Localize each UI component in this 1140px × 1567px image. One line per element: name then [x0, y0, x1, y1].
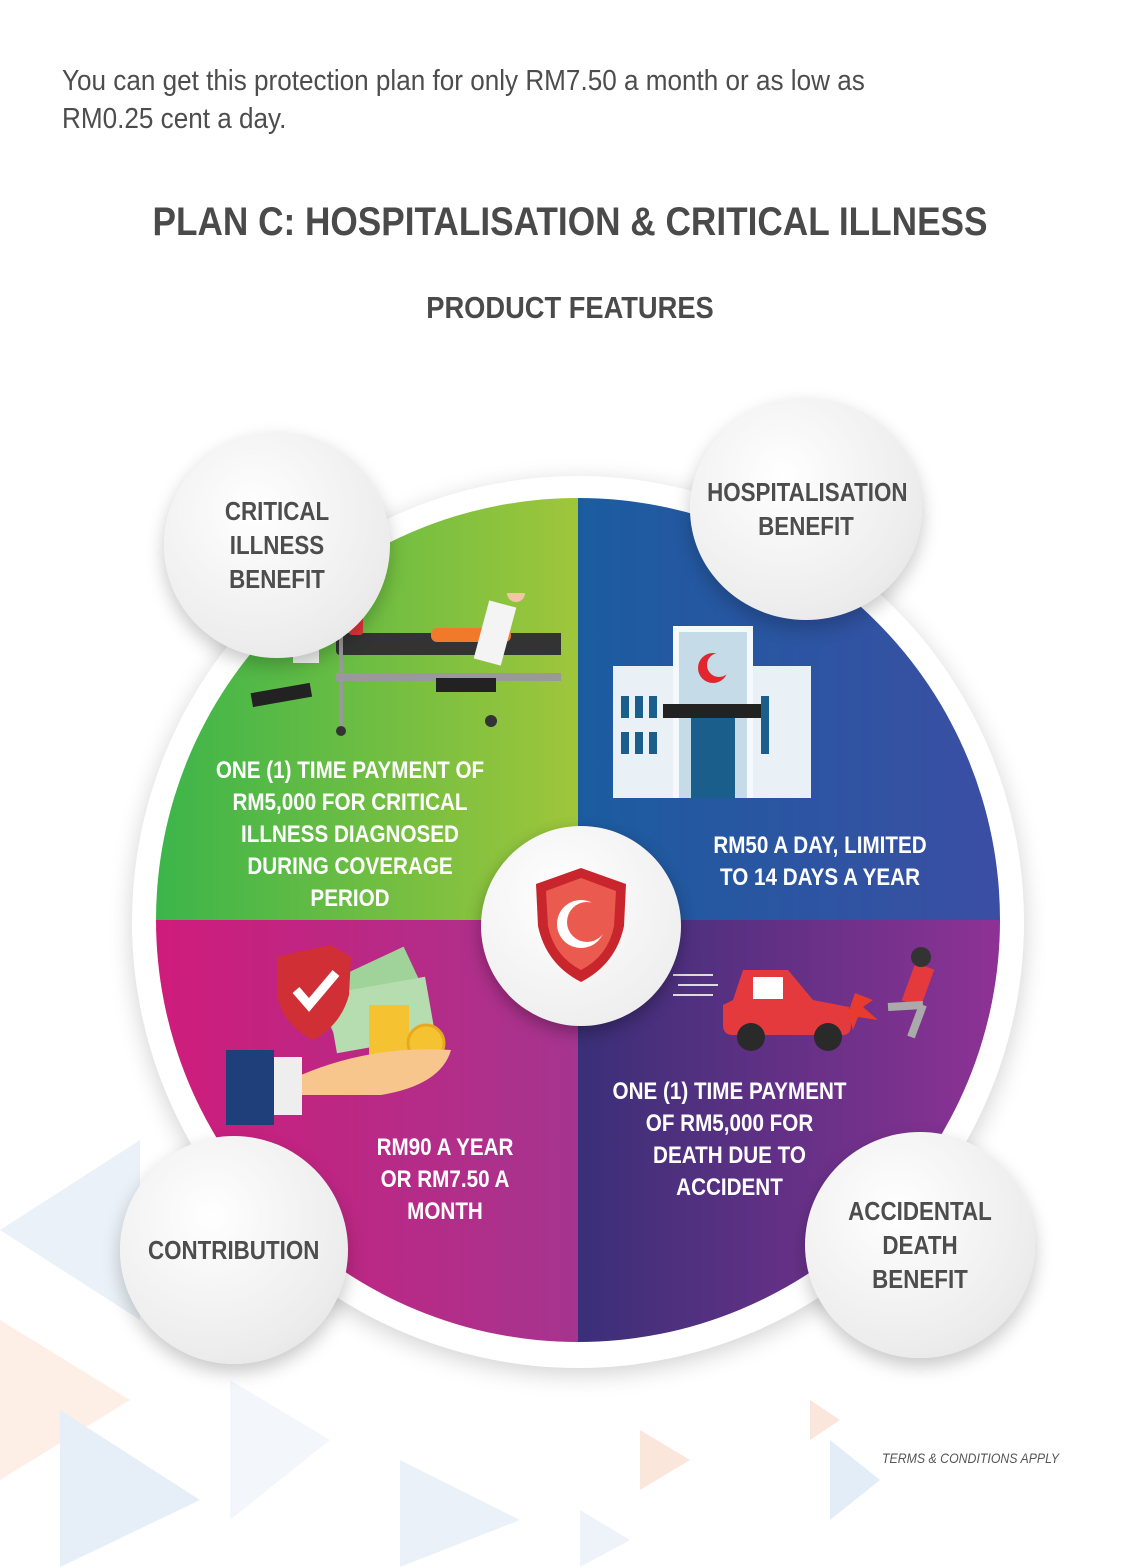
- hospitalisation-description: RM50 A DAY, LIMITED TO 14 DAYS A YEAR: [713, 832, 927, 891]
- section-subtitle: PRODUCT FEATURES: [426, 290, 714, 325]
- hospital-icon: [613, 626, 811, 798]
- center-badge: [481, 826, 681, 1026]
- car-accident-icon: [673, 947, 935, 1051]
- bubble-contribution: CONTRIBUTION: [120, 1136, 348, 1364]
- accidental-death-description: ONE (1) TIME PAYMENT OF RM5,000 FOR DEAT…: [612, 1078, 847, 1201]
- intro-text: You can get this protection plan for onl…: [62, 65, 865, 135]
- critical-illness-label: CRITICAL ILLNESS BENEFIT: [224, 496, 330, 594]
- hospitalisation-label: HOSPITALISATION BENEFIT: [707, 477, 908, 541]
- terms-note: TERMS & CONDITIONS APPLY: [882, 1450, 1060, 1466]
- quadrant-hospitalisation: [578, 498, 1000, 920]
- critical-illness-description: ONE (1) TIME PAYMENT OF RM5,000 FOR CRIT…: [215, 757, 485, 912]
- shield-crescent-icon: [536, 868, 626, 982]
- contribution-label: CONTRIBUTION: [148, 1235, 320, 1265]
- accidental-death-label: ACCIDENTAL DEATH BENEFIT: [848, 1196, 992, 1294]
- page-title: PLAN C: HOSPITALISATION & CRITICAL ILLNE…: [152, 200, 988, 244]
- bubble-accidental-death: ACCIDENTAL DEATH BENEFIT: [805, 1132, 1035, 1358]
- contribution-description: RM90 A YEAR OR RM7.50 A MONTH: [376, 1134, 514, 1225]
- bubble-critical-illness: CRITICAL ILLNESS BENEFIT: [164, 432, 390, 658]
- bubble-hospitalisation: HOSPITALISATION BENEFIT: [690, 398, 922, 620]
- money-hand-icon: [226, 945, 451, 1125]
